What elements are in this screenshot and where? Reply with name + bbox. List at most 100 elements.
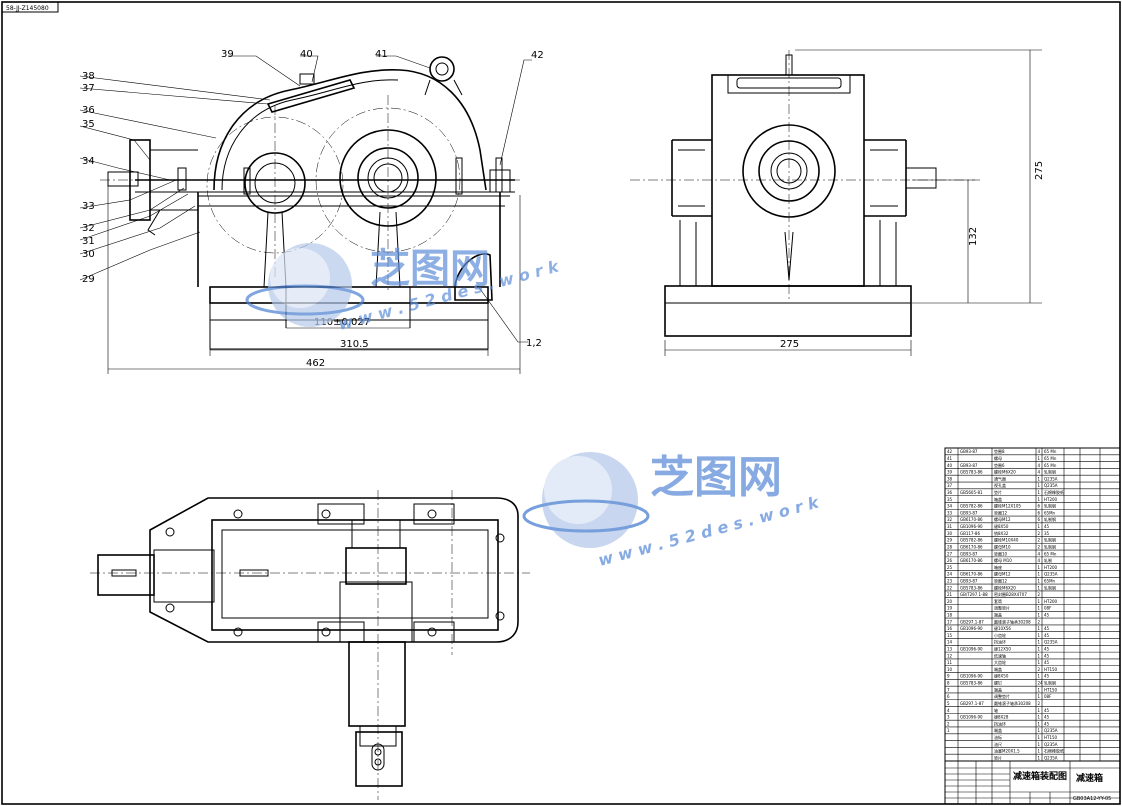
bom-cell-qty: 1 (1038, 633, 1041, 638)
bom-cell-name: 螺母M12 (994, 571, 1011, 577)
bom-cell-no: 5 (947, 701, 950, 706)
bom-cell-mat: Q235A (1044, 640, 1058, 645)
bom-cell-no: 33 (947, 510, 953, 515)
bom-cell-qty: 4 (1038, 551, 1041, 556)
dim-base-width: 310.5 (340, 339, 369, 350)
bom-cell-qty: 4 (1038, 463, 1041, 468)
bom-cell-no: 41 (947, 456, 953, 461)
bom-cell-mat: 45 (1044, 715, 1050, 720)
dim-bolt-spacing: 110±0.027 (314, 317, 370, 328)
bom-cell-name: 调整垫片 (994, 605, 1010, 611)
bom-cell-no: 35 (947, 497, 953, 502)
part-label-31: 31 (82, 236, 95, 247)
bom-cell-qty: 6 (1038, 504, 1041, 509)
bom-cell-name: 低速轴 (994, 652, 1006, 658)
bom-cell-name: 小齿轮 (994, 632, 1006, 638)
bom-cell-name: 键8X50 (994, 673, 1009, 679)
bom-cell-mat: 轧制钢 (1044, 680, 1056, 686)
bom-cell-code: GB5605-81 (960, 490, 983, 495)
bom-cell-qty: 1 (1038, 476, 1041, 481)
bom-cell-name: 销8X32 (994, 530, 1009, 536)
part-label-32: 32 (82, 223, 95, 234)
bom-cell-mat: Q235A (1044, 742, 1058, 747)
bom-cell-no: 32 (947, 517, 953, 522)
bom-cell-qty: 1 (1038, 565, 1041, 570)
bom-cell-qty: 1 (1038, 456, 1041, 461)
bom-cell-name: 油尺 (994, 741, 1002, 747)
side-view (630, 50, 980, 337)
bom-cell-no: 29 (947, 538, 953, 543)
bom-cell-no: 11 (947, 660, 953, 665)
bom-cell-qty: 2 (1038, 619, 1041, 624)
bom-cell-code: GB6170-86 (960, 544, 983, 549)
bom-cell-qty: 1 (1038, 735, 1041, 740)
bom-cell-qty: 1 (1038, 721, 1041, 726)
bom-cell-name: 挡油环 (994, 639, 1006, 645)
bom-cell-qty: 1 (1038, 749, 1041, 754)
title-code: GB03A12-YY-05 (1073, 796, 1111, 802)
bom-cell-no: 15 (947, 633, 953, 638)
bom-cell-no: 22 (947, 585, 953, 590)
bom-cell-mat: Q235A (1044, 572, 1058, 577)
bom-cell-no: 37 (947, 483, 953, 488)
bom-cell-name: 垫圈6 (994, 462, 1005, 468)
watermark-brand-lower: 芝图网 (650, 452, 782, 503)
bom-cell-name: 螺栓M6X20 (994, 584, 1016, 590)
bom-cell-qty: 1 (1038, 755, 1041, 760)
bom-cell-mat: Q235A (1044, 755, 1058, 760)
top-view (90, 490, 530, 800)
bom-cell-no: 17 (947, 619, 953, 624)
bom-cell-name: 视孔盖 (994, 482, 1006, 488)
bom-cell-mat: 石棉橡胶纸 (1044, 748, 1064, 754)
bom-cell-qty: 1 (1038, 578, 1041, 583)
bom-cell-mat: 轧制钢 (1044, 469, 1056, 475)
bom-cell-name: 端盖 (994, 727, 1002, 733)
bom-cell-mat: 65Mn (1044, 578, 1056, 583)
bom-cell-qty: 1 (1038, 483, 1041, 488)
bom-cell-code: GB/T297.1-88 (960, 592, 988, 597)
bom-cell-no: 10 (947, 667, 953, 672)
bom-cell-no: 14 (947, 640, 953, 645)
bom-cell-mat: 轧制钢 (1044, 537, 1056, 543)
bom-cell-no: 31 (947, 524, 953, 529)
bom-cell-no: 12 (947, 653, 953, 658)
bom-cell-mat: HT200 (1044, 497, 1058, 502)
bom-cell-mat: 轧制钢 (1044, 503, 1056, 509)
dim-side-width: 275 (780, 339, 799, 350)
bom-cell-name: 垫圈8 (994, 448, 1005, 454)
bom-cell-name: 螺母 M10 (994, 557, 1012, 563)
front-view (100, 56, 520, 350)
bom-cell-code: GB1096-90 (960, 647, 983, 652)
bom-cell-mat: 45 (1044, 721, 1050, 726)
bom-cell-mat: Q235A (1044, 483, 1058, 488)
bom-cell-no: 8 (947, 681, 950, 686)
bom-cell-mat: 35 (1044, 531, 1050, 536)
watermark-lower: 芝图网 w w w . 5 2 d e s . w o r k (522, 452, 822, 570)
bom-cell-name: 密封圈B28X47X7 (994, 591, 1027, 597)
bom-cell-code: GB117-86 (960, 531, 980, 536)
part-label-42: 42 (531, 50, 544, 61)
title-product: 减速箱 (1076, 772, 1103, 784)
bom-cell-mat: 石棉橡胶纸 (1044, 489, 1064, 495)
bom-cell-mat: 08F (1044, 694, 1052, 699)
part-label-41: 41 (375, 49, 388, 60)
bom-cell-qty: 1 (1038, 626, 1041, 631)
bom-cell-qty: 4 (1038, 558, 1041, 563)
bom-cell-mat: Q235A (1044, 728, 1058, 733)
bom-cell-no: 6 (947, 694, 950, 699)
bom-cell-name: 油标 (994, 734, 1002, 740)
bom-cell-no: 21 (947, 592, 953, 597)
bom-cell-mat: 轧制钢 (1044, 516, 1056, 522)
bom-cell-name: 螺母M10 (994, 543, 1011, 549)
bom-cell-name: 轴 (994, 707, 998, 713)
bom-cell-name: 大齿轮 (994, 659, 1006, 665)
part-label-33: 33 (82, 201, 95, 212)
bom-cell-name: 垫圈12 (994, 509, 1008, 515)
bom-cell-name: 垫圈12 (994, 577, 1008, 583)
bom-cell-mat: 45 (1044, 674, 1050, 679)
bom-cell-name: 螺母 (994, 455, 1002, 461)
bom-cell-name: 螺栓M6X20 (994, 469, 1016, 475)
bom-cell-qty: 1 (1038, 647, 1041, 652)
bom-cell-name: 油塞M20X1.5 (994, 748, 1020, 754)
